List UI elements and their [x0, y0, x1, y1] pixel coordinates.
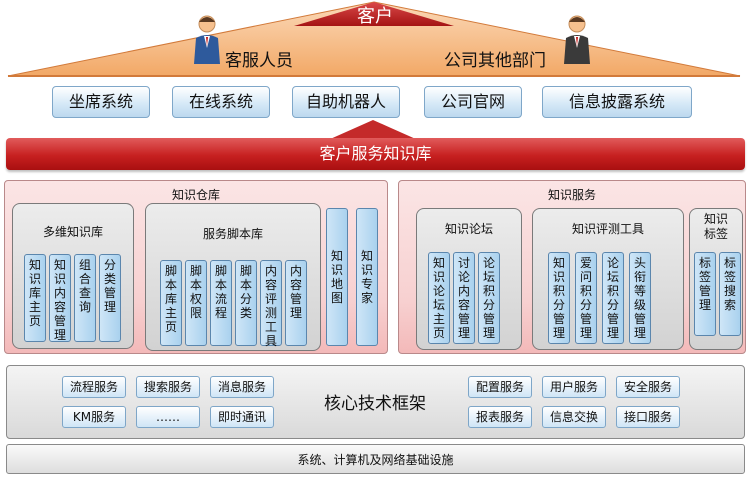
channel-disclosure: 信息披露系统	[542, 86, 692, 118]
core-service: 搜索服务	[136, 376, 200, 398]
script-lib-item: 脚本库主页	[160, 260, 182, 346]
forum-item: 讨论内容管理	[453, 252, 475, 344]
multi-kb-title: 多维知识库	[42, 225, 103, 239]
tag-item: 标签搜索	[719, 252, 741, 336]
roof-label-agent: 客服人员	[225, 51, 293, 71]
arrow-up-icon	[328, 120, 418, 140]
channel-online: 在线系统	[172, 86, 270, 118]
forum-item: 知识论坛主页	[428, 252, 450, 344]
multi-kb-item: 知识内容管理	[49, 254, 71, 342]
core-service: 配置服务	[468, 376, 532, 398]
eval-tool-item: 爱问积分管理	[575, 252, 597, 344]
channel-website: 公司官网	[424, 86, 522, 118]
roof-label-departments: 公司其他部门	[444, 51, 546, 71]
multi-kb-item: 知识库主页	[24, 254, 46, 342]
script-lib-item: 脚本权限	[185, 260, 207, 346]
script-lib-item: 脚本流程	[210, 260, 232, 346]
knowledge-service-title: 知识服务	[547, 188, 596, 202]
core-service: 即时通讯	[210, 406, 274, 428]
person-icon	[194, 15, 220, 64]
channel-seat: 坐席系统	[52, 86, 150, 118]
multi-kb-item: 分类管理	[99, 254, 121, 342]
knowledge-map: 知识地图	[326, 208, 348, 346]
knowledge-expert: 知识专家	[356, 208, 378, 346]
core-service: ……	[136, 406, 200, 428]
roof	[7, 1, 741, 77]
script-lib-item: 内容评测工具	[260, 260, 282, 348]
knowledge-warehouse-title: 知识仓库	[171, 188, 220, 202]
core-service: 消息服务	[210, 376, 274, 398]
core-service: 信息交换	[542, 406, 606, 428]
person-icon	[564, 15, 590, 64]
knowledge-base-bar: 客户服务知识库	[6, 138, 745, 170]
core-service: 流程服务	[62, 376, 126, 398]
forum-item: 论坛积分管理	[478, 252, 500, 344]
core-service: 安全服务	[616, 376, 680, 398]
core-framework-title: 核心技术框架	[324, 394, 426, 414]
core-service: 用户服务	[542, 376, 606, 398]
script-lib-title: 服务脚本库	[202, 227, 263, 241]
eval-tool-title: 知识评测工具	[571, 222, 644, 236]
tag-item: 标签管理	[694, 252, 716, 336]
eval-tool-item: 知识积分管理	[548, 252, 570, 344]
script-lib-item: 内容管理	[285, 260, 307, 346]
multi-kb-item: 组合查询	[74, 254, 96, 342]
eval-tool-item: 论坛积分管理	[602, 252, 624, 344]
infrastructure-bar: 系统、计算机及网络基础设施	[6, 444, 745, 474]
channel-robot: 自助机器人	[292, 86, 400, 118]
core-service: KM服务	[62, 406, 126, 428]
core-service: 接口服务	[616, 406, 680, 428]
tag-title: 知识标签	[703, 212, 728, 241]
roof-title: 客户	[357, 6, 393, 27]
core-service: 报表服务	[468, 406, 532, 428]
script-lib-item: 脚本分类	[235, 260, 257, 346]
eval-tool-item: 头衔等级管理	[629, 252, 651, 344]
forum-title: 知识论坛	[444, 222, 493, 236]
